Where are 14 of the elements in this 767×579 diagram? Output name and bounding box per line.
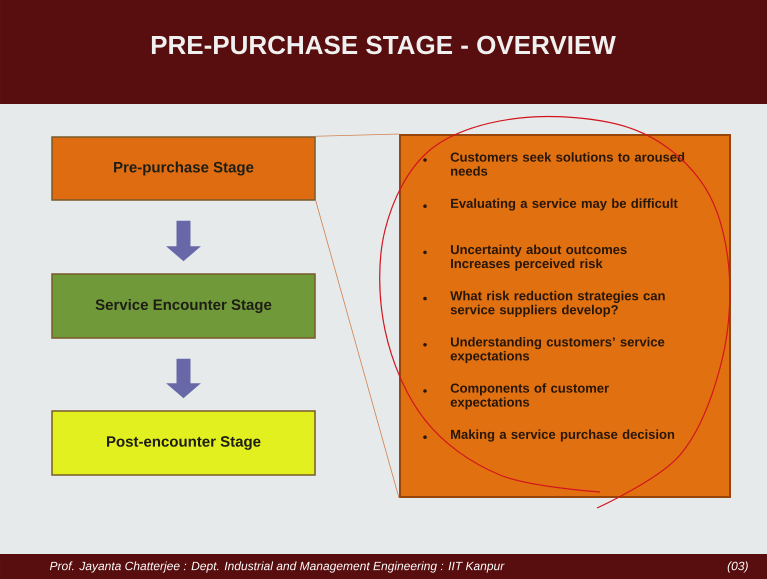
callout-lines — [315, 134, 400, 498]
stage-box: Service Encounter Stage — [51, 273, 316, 339]
stage-box: Post-encounter Stage — [51, 410, 316, 476]
footer-text: (03) — [728, 561, 748, 573]
stage-box: Pre-purchase Stage — [51, 136, 316, 201]
bullet-text: What risk reduction strategies can service suppliers develop? — [450, 290, 665, 317]
bullet-text: Evaluating a service may be difficult — [451, 198, 678, 211]
bullet-text: Components of customer expectations — [450, 383, 609, 410]
footer-text: Prof. Jayanta Chatterjee : Dept. Industrial and Management Engineering : IIT Kanpur — [50, 561, 505, 573]
bullet-text: Making a service purchase decision — [451, 429, 674, 442]
slide-title: PRE-PURCHASE STAGE - OVERVIEW — [152, 36, 616, 54]
bullet-text: Uncertainty about outcomes Increases perceived risk — [451, 244, 627, 271]
bullet-text: Customers seek solutions to aroused needs — [450, 152, 684, 176]
bullet-text: Understanding customers’ service expectations — [450, 337, 664, 364]
